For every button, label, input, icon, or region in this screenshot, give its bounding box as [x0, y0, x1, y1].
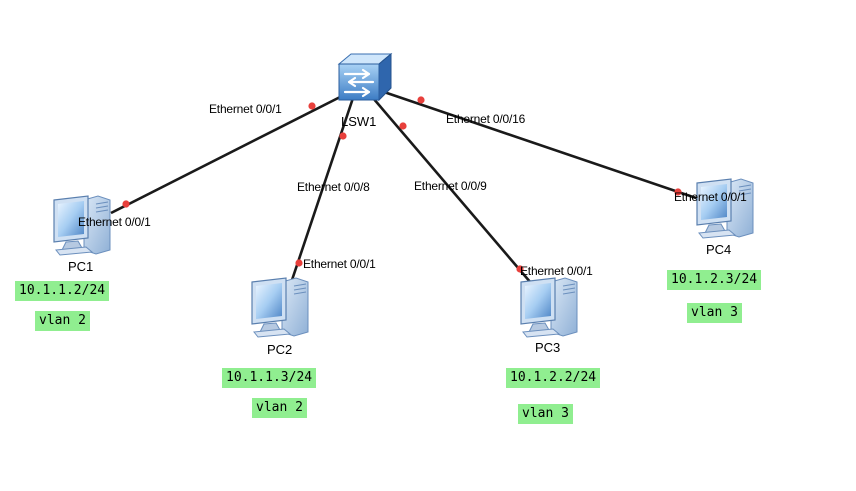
pc1-computer-icon[interactable]: [48, 192, 112, 256]
port-label-pc1: Ethernet 0/0/1: [78, 215, 151, 229]
port-label-pc2: Ethernet 0/0/1: [303, 257, 376, 271]
pc3-computer-icon[interactable]: [515, 274, 579, 338]
port-label-lsw1-pc3: Ethernet 0/0/9: [414, 179, 487, 193]
switch-icon[interactable]: [333, 52, 393, 102]
port-dot-lsw1-e0-0-1: [308, 102, 316, 110]
pc2-vlan-note: vlan 2: [252, 398, 307, 418]
port-label-pc3: Ethernet 0/0/1: [520, 264, 593, 278]
link-lsw1-pc4[interactable]: [383, 90, 700, 201]
pc1-ip-note: 10.1.1.2/24: [15, 281, 110, 301]
pc2-ip-note: 10.1.1.3/24: [222, 368, 317, 388]
pc3-label: PC3: [535, 340, 561, 355]
port-label-lsw1-pc2: Ethernet 0/0/8: [297, 180, 370, 194]
pc2-computer-icon[interactable]: [246, 274, 310, 338]
pc4-ip-note: 10.1.2.3/24: [667, 270, 762, 290]
pc4-vlan-note: vlan 3: [687, 303, 742, 323]
link-lsw1-pc1[interactable]: [110, 90, 351, 215]
port-dot-pc2-e0-0-1: [295, 259, 303, 267]
port-dot-lsw1-e0-0-8: [339, 132, 347, 140]
port-label-lsw1-pc1: Ethernet 0/0/1: [209, 102, 282, 116]
port-label-pc4: Ethernet 0/0/1: [674, 190, 747, 204]
pc2-label: PC2: [267, 342, 293, 357]
link-lsw1-pc3[interactable]: [372, 97, 532, 284]
link-lsw1-pc2[interactable]: [289, 97, 355, 284]
port-dot-pc4-e0-0-1: [674, 188, 682, 196]
pc4-computer-icon[interactable]: [691, 175, 755, 239]
switch-label: LSW1: [341, 114, 377, 129]
pc1-label: PC1: [68, 259, 94, 274]
pc4-label: PC4: [706, 242, 732, 257]
pc1-vlan-note: vlan 2: [35, 311, 90, 331]
pc3-ip-note: 10.1.2.2/24: [506, 368, 601, 388]
port-dot-pc1-e0-0-1: [122, 200, 130, 208]
port-dot-lsw1-e0-0-16: [417, 96, 425, 104]
port-dot-lsw1-e0-0-9: [399, 122, 407, 130]
pc3-vlan-note: vlan 3: [518, 404, 573, 424]
port-label-lsw1-pc4: Ethernet 0/0/16: [446, 112, 526, 126]
port-dot-pc3-e0-0-1: [516, 265, 524, 273]
